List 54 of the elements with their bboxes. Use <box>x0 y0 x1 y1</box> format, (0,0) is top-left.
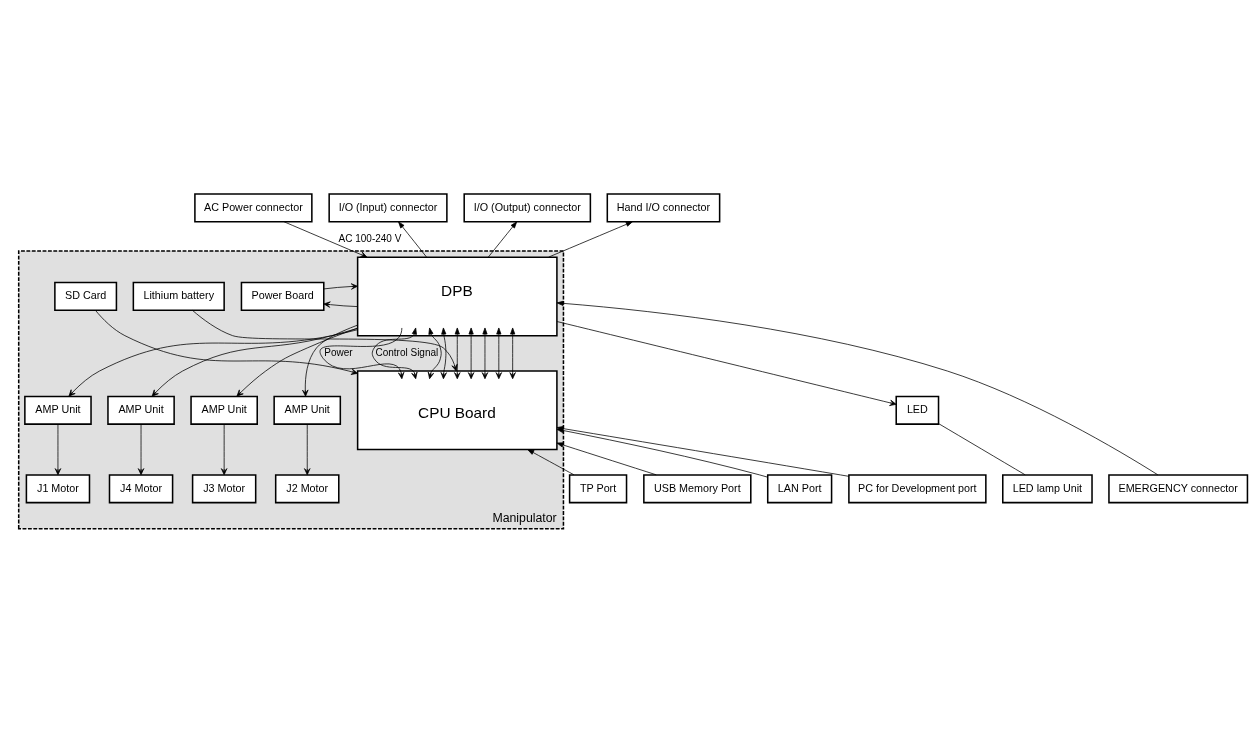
arrow <box>68 329 358 397</box>
node-box: PC for Development port <box>848 474 987 504</box>
edge-label: Control Signal <box>375 346 439 358</box>
arrow <box>323 283 358 290</box>
node-box: SD Card <box>54 281 118 312</box>
node-box: Lithium battery <box>132 281 225 312</box>
node-box: LAN Port <box>766 474 833 504</box>
arrow <box>221 424 228 476</box>
node-box: LED <box>895 395 940 425</box>
arrow <box>556 442 657 476</box>
node-box: J1 Motor <box>25 474 91 504</box>
node-box: AMP Unit <box>273 395 342 425</box>
arrow <box>487 221 518 258</box>
arrow <box>398 221 427 258</box>
arrow <box>319 327 405 380</box>
arrow <box>283 221 368 258</box>
arrow <box>302 324 358 397</box>
arrow <box>440 327 447 380</box>
arrow <box>548 221 633 258</box>
node-box: Power Board <box>240 281 325 312</box>
arrow <box>371 327 418 380</box>
node-box: EMERGENCY connector <box>1108 474 1249 504</box>
connector <box>938 423 1026 476</box>
arrow <box>95 310 358 375</box>
node-box: I/O (Output) connector <box>463 193 592 223</box>
arrow <box>236 327 358 397</box>
arrow <box>556 321 897 406</box>
arrow <box>54 424 62 476</box>
arrow <box>495 327 502 380</box>
node-box: J2 Motor <box>274 474 340 504</box>
arrow <box>192 310 458 372</box>
node-box: AMP Unit <box>190 395 258 425</box>
arrow <box>481 327 489 380</box>
arrow <box>467 327 475 380</box>
arrow <box>304 424 311 476</box>
arrow <box>509 327 516 380</box>
node-box: USB Memory Port <box>643 474 752 504</box>
node-box: LED lamp Unit <box>1002 474 1093 504</box>
arrow <box>151 328 358 397</box>
node-box: AMP Unit <box>24 395 92 425</box>
arrow <box>323 301 358 308</box>
node-box: I/O (Input) connector <box>328 193 448 223</box>
node-box: Hand I/O connector <box>606 193 721 223</box>
arrow <box>137 424 145 476</box>
edge-label: AC 100-240 V <box>338 233 402 245</box>
node-box: AMP Unit <box>107 395 175 425</box>
arrow <box>454 327 461 380</box>
node-box: AC Power connector <box>194 193 313 223</box>
node-box: J3 Motor <box>191 474 257 504</box>
node-box: J4 Motor <box>108 474 174 504</box>
arrow <box>427 327 442 380</box>
node-box: TP Port <box>568 474 628 504</box>
arrow <box>527 449 575 476</box>
edge-label: Power <box>324 346 353 358</box>
